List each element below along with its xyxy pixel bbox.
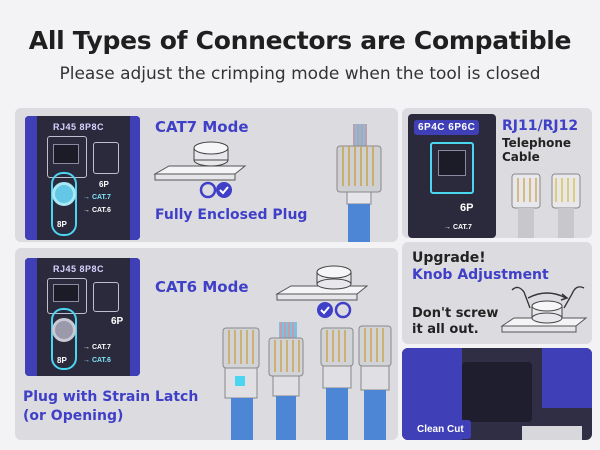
rotate-arrow-icon <box>527 292 567 299</box>
mode-slot-highlight <box>51 172 77 236</box>
connector-plug-icon <box>336 124 382 242</box>
desc-line: Telephone <box>502 136 572 150</box>
label-6p: 6P <box>460 202 474 214</box>
cat6-mode-label: CAT6 Mode <box>155 278 249 296</box>
die-6p <box>93 142 119 174</box>
upgrade-line: Upgrade! <box>412 250 486 266</box>
mode-toggle-icon <box>317 301 352 319</box>
die-cavity <box>53 144 79 164</box>
die-6p <box>430 142 474 194</box>
cat6-caption: Plug with Strain Latch (or Opening) <box>23 388 198 426</box>
label-6p: 6P <box>111 316 124 327</box>
die-label: 6P4C 6P6C <box>414 120 480 135</box>
cat7-panel: RJ45 8P8C 6P 8P → CAT.7 → CAT.6 CAT7 Mod… <box>15 108 398 242</box>
cat7-marker: → CAT.7 <box>444 224 472 231</box>
page-title: All Types of Connectors are Compatible <box>28 26 572 55</box>
cat7-mode-label: CAT7 Mode <box>155 118 249 136</box>
upgrade-note: Don't screw it all out. <box>412 306 498 337</box>
hand-icon <box>511 286 531 309</box>
clean-cut-badge: Clean Cut <box>410 420 471 439</box>
connector-plug-icon <box>511 173 581 238</box>
caption-line: (or Opening) <box>23 407 124 424</box>
page-subtitle: Please adjust the crimping mode when the… <box>59 64 541 84</box>
note-line: Don't screw <box>412 306 499 321</box>
cat6-panel: RJ45 8P8C 6P 8P → CAT.7 → CAT.6 CAT6 Mod… <box>15 248 398 440</box>
clean-cut-panel: Clean Cut <box>402 348 592 440</box>
knob-icon <box>275 265 369 301</box>
knob-icon <box>52 182 76 206</box>
die-label: RJ45 8P8C <box>53 264 105 274</box>
cable-scraps <box>522 426 582 440</box>
note-line: it all out. <box>412 321 479 337</box>
die-label: RJ45 8P8C <box>53 122 105 132</box>
tool-image-cat6: RJ45 8P8C 6P 8P → CAT.7 → CAT.6 <box>25 258 140 376</box>
mode-slot-highlight <box>51 308 77 370</box>
telephone-desc: Telephone Cable <box>502 136 571 165</box>
cat6-marker: → CAT.6 <box>83 357 111 364</box>
connector-plug-icon <box>222 322 392 440</box>
die-6p <box>93 282 119 312</box>
label-8p: 8P <box>57 220 67 229</box>
upgrade-panel: Upgrade! Knob Adjustment Don't screw it … <box>402 242 592 344</box>
knob-icon <box>52 318 76 342</box>
upgrade-line: Knob Adjustment <box>412 266 549 283</box>
tool-edge <box>130 258 140 376</box>
tool-blade-image <box>462 362 532 422</box>
tool-blade-image <box>542 348 592 408</box>
telephone-panel: 6P4C 6P6C 6P → CAT.7 RJ11/RJ12 Telephone… <box>402 108 592 238</box>
cat7-marker: → CAT.7 <box>83 344 111 351</box>
die-cavity <box>53 284 79 302</box>
label-6p: 6P <box>99 180 109 189</box>
mode-toggle-icon <box>199 181 232 199</box>
cat6-marker: → CAT.6 <box>83 207 111 214</box>
label-8p: 8P <box>57 356 67 365</box>
upgrade-headline: Upgrade! Knob Adjustment <box>412 250 549 284</box>
cat7-caption: Fully Enclosed Plug <box>155 207 308 223</box>
tool-image-telephone: 6P4C 6P6C 6P → CAT.7 <box>408 114 496 238</box>
die-cavity <box>438 150 466 176</box>
caption-line: Plug with Strain Latch <box>23 389 199 405</box>
tool-edge <box>25 116 37 240</box>
knob-icon <box>153 141 247 181</box>
cat7-marker: → CAT.7 <box>83 194 111 201</box>
telephone-title: RJ11/RJ12 <box>502 118 579 134</box>
tool-edge <box>25 258 37 376</box>
desc-line: Cable <box>502 150 540 165</box>
knob-icon <box>500 286 588 333</box>
tool-image-cat7: RJ45 8P8C 6P 8P → CAT.7 → CAT.6 <box>25 116 140 240</box>
tool-edge <box>130 116 140 240</box>
